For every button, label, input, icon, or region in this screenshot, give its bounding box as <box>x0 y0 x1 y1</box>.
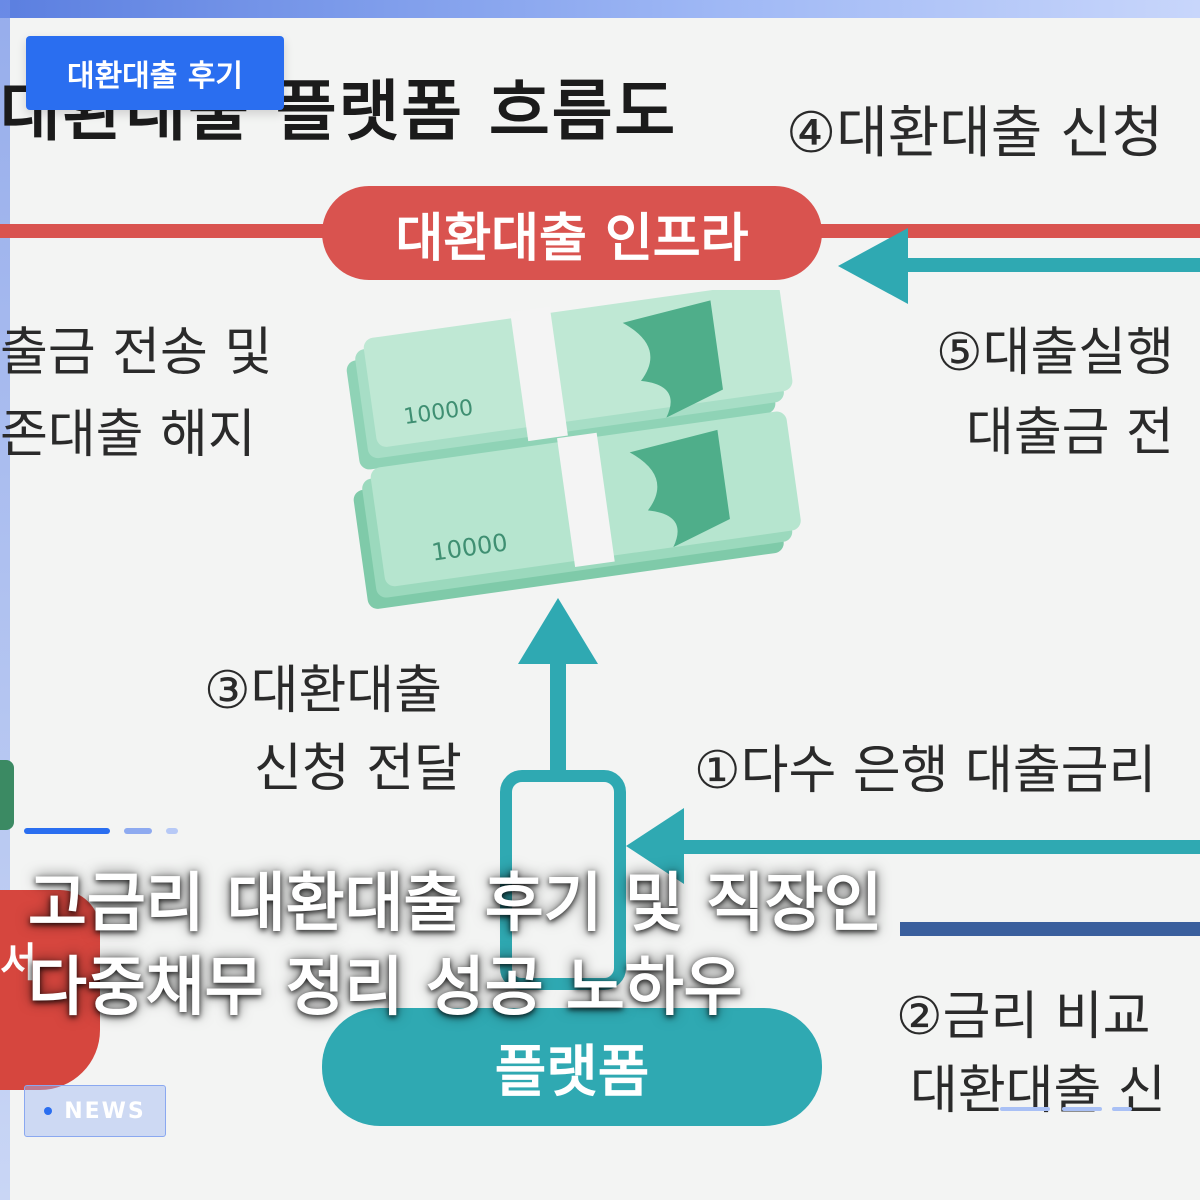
step3-label-line2: 신청 전달 <box>254 739 462 799</box>
phone-icon <box>500 770 626 990</box>
left-gradient-edge <box>0 0 10 1200</box>
left-label-line1: 출금 전송 및 <box>0 323 273 383</box>
step5-arrow-line <box>900 258 1200 272</box>
step5-label-line2: 대출금 전 <box>966 403 1174 463</box>
headline: 고금리 대환대출 후기 및 직장인 다중채무 정리 성공 노하우 <box>28 862 883 1030</box>
left-red-shape <box>0 890 100 1090</box>
headline-line1: 고금리 대환대출 후기 및 직장인 <box>28 867 883 941</box>
category-tag[interactable]: 대환대출 후기 <box>26 36 284 110</box>
slide-indicator-3[interactable] <box>166 828 178 834</box>
decor-dash-3 <box>1112 1107 1132 1111</box>
slide-indicator-2[interactable] <box>124 828 152 834</box>
money-bundle-illustration: 10000 10000 <box>346 290 801 609</box>
slide-indicator-active[interactable] <box>24 828 110 834</box>
news-badge-label: NEWS <box>64 1098 146 1124</box>
decor-dash-1 <box>1000 1107 1050 1111</box>
arrow-left-small-icon <box>626 808 684 884</box>
arrow-left-icon <box>838 228 908 304</box>
decor-dash-2 <box>1062 1107 1102 1111</box>
top-gradient-band <box>0 0 1200 18</box>
left-partial-text: 서 <box>0 940 37 986</box>
step1-arrow-line <box>660 840 1200 854</box>
step3-label-line1: ③대환대출 <box>204 661 442 721</box>
step4-label: ④대환대출 신청 <box>786 101 1164 166</box>
left-green-shape <box>0 760 14 830</box>
arrow-up-icon <box>518 598 598 778</box>
infra-pill: 대환대출 인프라 <box>322 186 822 280</box>
step1-label: ①다수 은행 대출금리 <box>694 741 1157 801</box>
step2-label-line1: ②금리 비교 <box>896 987 1151 1047</box>
dot-icon <box>44 1107 53 1115</box>
platform-pill: 플랫폼 <box>322 1008 822 1126</box>
headline-line2: 다중채무 정리 성공 노하우 <box>28 951 743 1025</box>
news-badge: NEWS <box>24 1085 166 1137</box>
step2-label-line2: 대환대출 신 <box>910 1061 1166 1121</box>
step2-arrow-line <box>900 922 1200 936</box>
left-label-line2: 존대출 해지 <box>0 405 256 465</box>
step5-label-line1: ⑤대출실행 <box>936 323 1174 383</box>
